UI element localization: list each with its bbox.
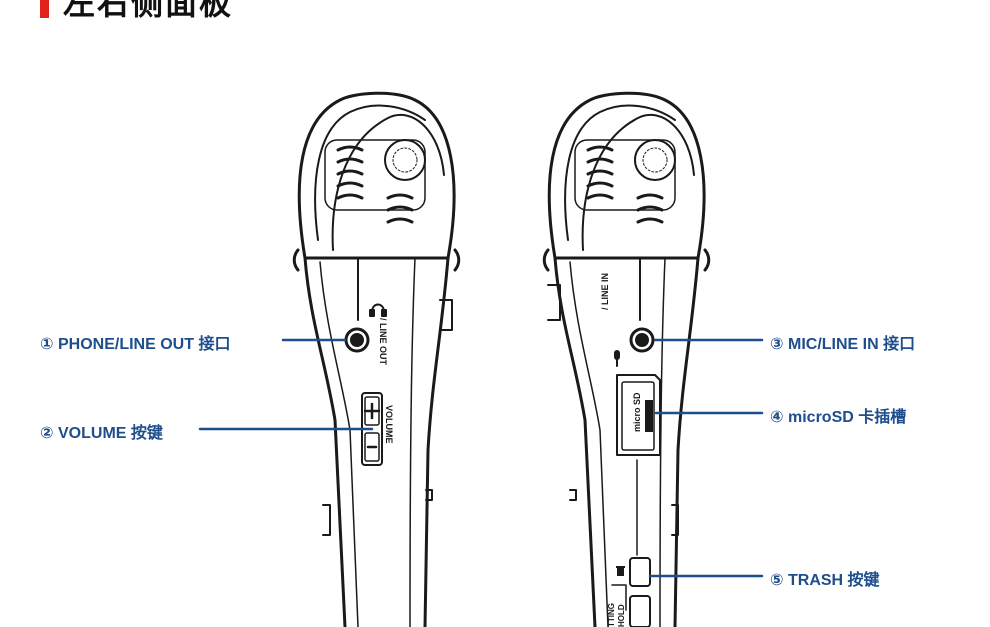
label-line-out: / LINE OUT	[378, 318, 388, 366]
page-title: 左右侧面板	[63, 0, 234, 21]
right-mic-capsule	[634, 139, 676, 181]
headphone-icon	[369, 303, 387, 317]
trash-icon	[616, 566, 625, 576]
callout-trash: ⑤ TRASH 按键	[770, 572, 880, 589]
callout-lines	[198, 338, 764, 578]
right-mic-cage	[547, 91, 706, 260]
right-trash-button	[629, 459, 651, 627]
microphone-icon	[614, 350, 620, 367]
left-mic-capsule	[384, 139, 426, 181]
left-mic-cage	[297, 91, 456, 260]
label-setting: TTING	[607, 603, 616, 627]
right-side-device	[542, 91, 711, 627]
right-microsd-slot	[616, 374, 661, 456]
right-body-outline	[553, 256, 597, 627]
page-title-group: 左右侧面板	[40, 0, 233, 24]
callout-phone-out: ① PHONE/LINE OUT 接口	[40, 336, 231, 353]
right-mic-jack	[629, 327, 655, 353]
callout-mic-in: ③ MIC/LINE IN 接口	[770, 336, 916, 353]
callout-volume: ② VOLUME 按键	[40, 425, 163, 442]
title-accent-bar	[40, 0, 49, 18]
label-micro-sd: micro SD	[632, 392, 642, 432]
label-hold: HOLD	[617, 604, 626, 627]
label-volume: VOLUME	[384, 405, 394, 444]
label-line-in: / LINE IN	[600, 273, 610, 310]
left-side-device	[292, 91, 461, 627]
callout-microsd: ④ microSD 卡插槽	[770, 409, 907, 426]
left-body-outline	[303, 256, 347, 627]
